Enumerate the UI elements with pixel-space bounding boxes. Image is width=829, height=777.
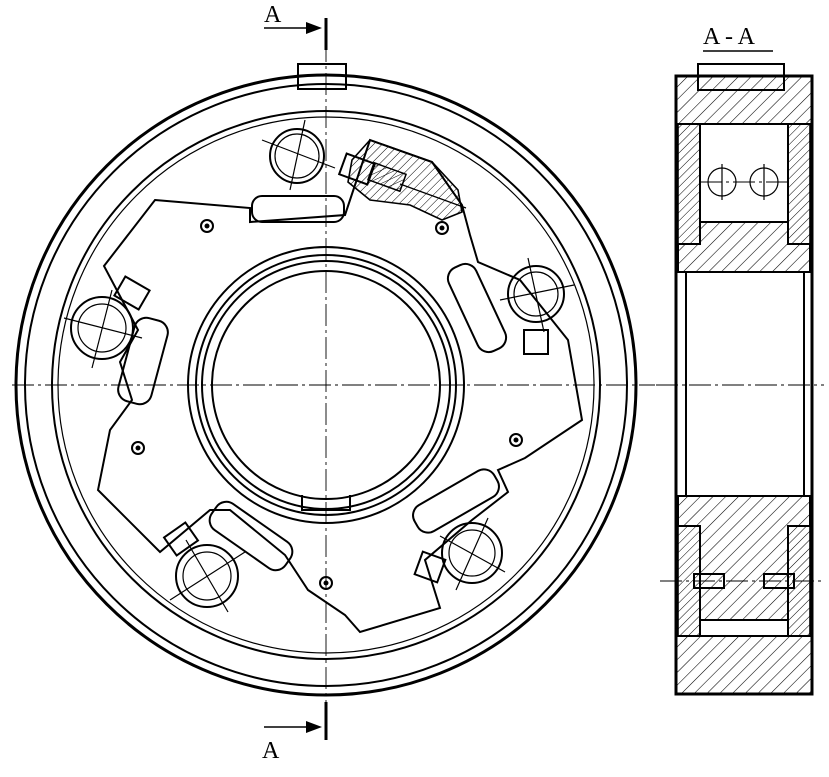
spring-coil [366,161,408,193]
outer-ring-outer [14,73,638,697]
section-top-key [697,63,785,91]
pusher-top [251,195,345,223]
section-label-bottom: A [262,738,280,764]
section-arrow-top [264,22,322,34]
outer-ring-bore-inner [57,116,595,654]
pusher-left [117,316,169,406]
pusher-bottom-left [208,500,294,572]
section-arrow-bottom [264,721,322,733]
pusher-right [446,262,508,354]
front-view: A A [12,2,655,764]
roller-bottom-right [413,517,506,591]
section-upper-left-plate [677,123,701,245]
pin-left [131,441,145,455]
pin-right [509,433,523,447]
roller-top [261,119,336,191]
spring-rod [399,183,467,209]
section-upper-hub [677,221,811,273]
keyway [301,495,351,511]
pin-top-left [200,219,214,233]
section-view: A - A [656,24,824,696]
spring-housing [347,139,463,221]
section-bottom-race [675,635,813,695]
section-bore [685,271,805,497]
hub-bore [211,270,441,500]
roller-right [499,257,575,355]
outer-ring-inner [24,83,628,687]
pin-bottom [319,576,333,590]
section-upper-roller [700,164,790,200]
cage-plate [96,138,584,634]
top-key [297,63,347,90]
pusher-bottom-right [412,468,500,534]
roller-left [63,275,151,369]
roller-bottom-left [162,521,246,613]
section-lower-pins [660,573,824,589]
section-label-top: A [264,2,282,28]
pin-top-right [435,221,449,235]
outer-ring-bore [51,110,601,660]
hub-ring-outer [187,246,465,524]
section-top-race [675,75,813,125]
section-lower-gap [699,619,789,637]
hub-ring-mid [195,254,457,516]
section-upper-right-plate [787,123,811,245]
section-view-title: A - A [703,24,756,50]
